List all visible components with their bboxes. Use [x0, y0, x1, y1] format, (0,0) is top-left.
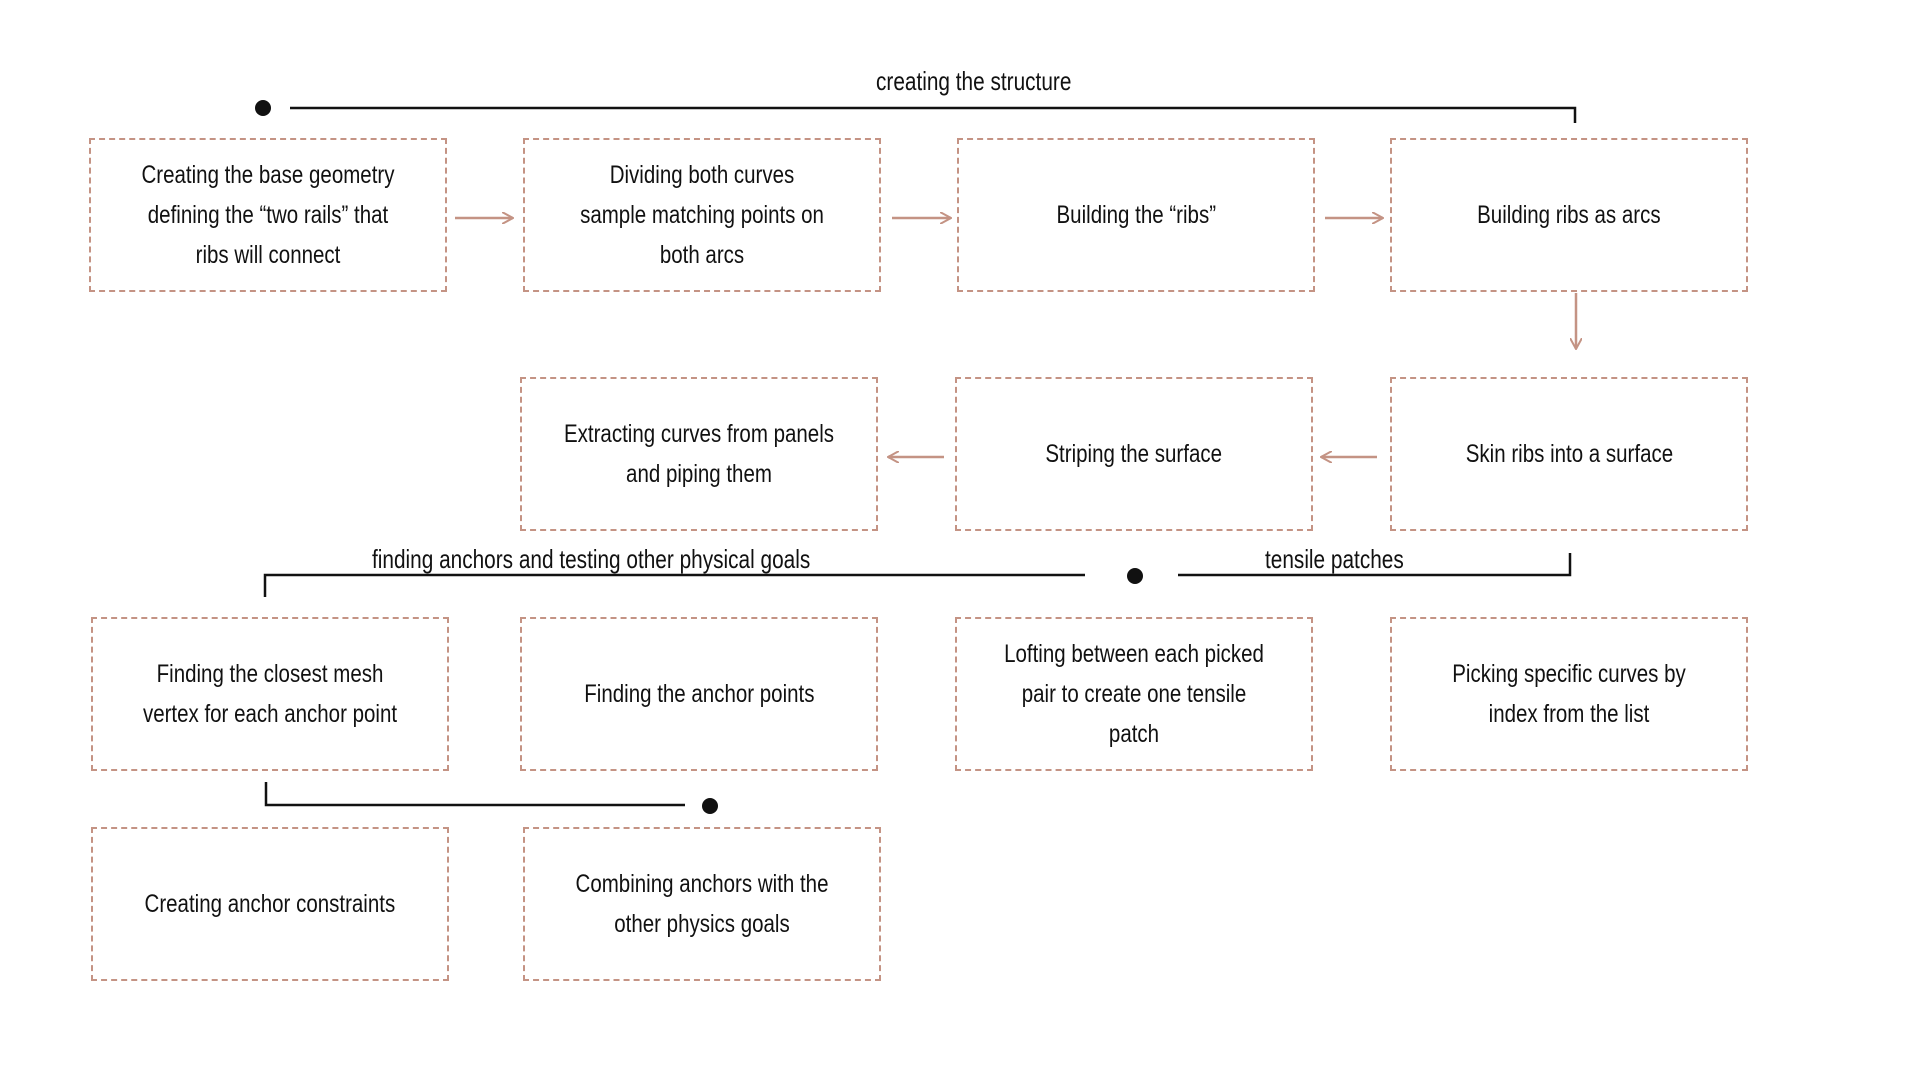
step-anchor-points: Finding the anchor points	[520, 617, 878, 771]
step-picking-curves-text: Picking specific curves by index from th…	[1452, 660, 1686, 728]
step-ribs-as-arcs-text: Building ribs as arcs	[1477, 201, 1661, 229]
step-anchor-points-text: Finding the anchor points	[583, 680, 815, 708]
step-striping-surface-text: Striping the surface	[1045, 440, 1223, 468]
step-picking-curves: Picking specific curves by index from th…	[1390, 617, 1748, 771]
step-extracting-curves-text: Extracting curves from panels and piping…	[563, 420, 835, 488]
bracket-anchors-tensile	[263, 553, 1572, 597]
step-skin-ribs: Skin ribs into a surface	[1390, 377, 1748, 531]
bracket-line-anchors	[263, 573, 1085, 597]
step-combining-anchors: Combining anchors with the other physics…	[523, 827, 881, 981]
step-extracting-curves: Extracting curves from panels and piping…	[520, 377, 878, 531]
step-closest-vertex-text: Finding the closest mesh vertex for each…	[142, 660, 398, 728]
group-label-finding-anchors: finding anchors and testing other physic…	[372, 544, 811, 574]
bracket-constraints	[264, 782, 718, 814]
step-building-ribs: Building the “ribs”	[957, 138, 1315, 292]
bracket-line-tensile	[1178, 553, 1572, 577]
bracket-line-constraints	[264, 782, 685, 807]
group-label-creating-structure: creating the structure	[876, 66, 1072, 96]
bracket-line	[290, 106, 1577, 123]
step-skin-ribs-text: Skin ribs into a surface	[1465, 440, 1673, 468]
group-label-tensile-patches: tensile patches	[1265, 544, 1404, 574]
bracket-center-dot	[1127, 568, 1143, 584]
step-lofting-pairs-text: Lofting between each picked pair to crea…	[1004, 640, 1264, 748]
step-base-geometry: Creating the base geometry defining the …	[89, 138, 447, 292]
step-dividing-curves: Dividing both curves sample matching poi…	[523, 138, 881, 292]
bracket-end-dot	[702, 798, 718, 814]
step-combining-anchors-text: Combining anchors with the other physics…	[575, 870, 829, 938]
step-closest-vertex: Finding the closest mesh vertex for each…	[91, 617, 449, 771]
bracket-start-dot	[255, 100, 271, 116]
step-dividing-curves-text: Dividing both curves sample matching poi…	[580, 161, 824, 269]
step-anchor-constraints-text: Creating anchor constraints	[144, 890, 396, 918]
step-building-ribs-text: Building the “ribs”	[1056, 201, 1216, 229]
step-lofting-pairs: Lofting between each picked pair to crea…	[955, 617, 1313, 771]
step-base-geometry-text: Creating the base geometry defining the …	[141, 161, 395, 269]
bracket-creating-structure	[255, 100, 1577, 123]
step-striping-surface: Striping the surface	[955, 377, 1313, 531]
step-anchor-constraints: Creating anchor constraints	[91, 827, 449, 981]
step-ribs-as-arcs: Building ribs as arcs	[1390, 138, 1748, 292]
